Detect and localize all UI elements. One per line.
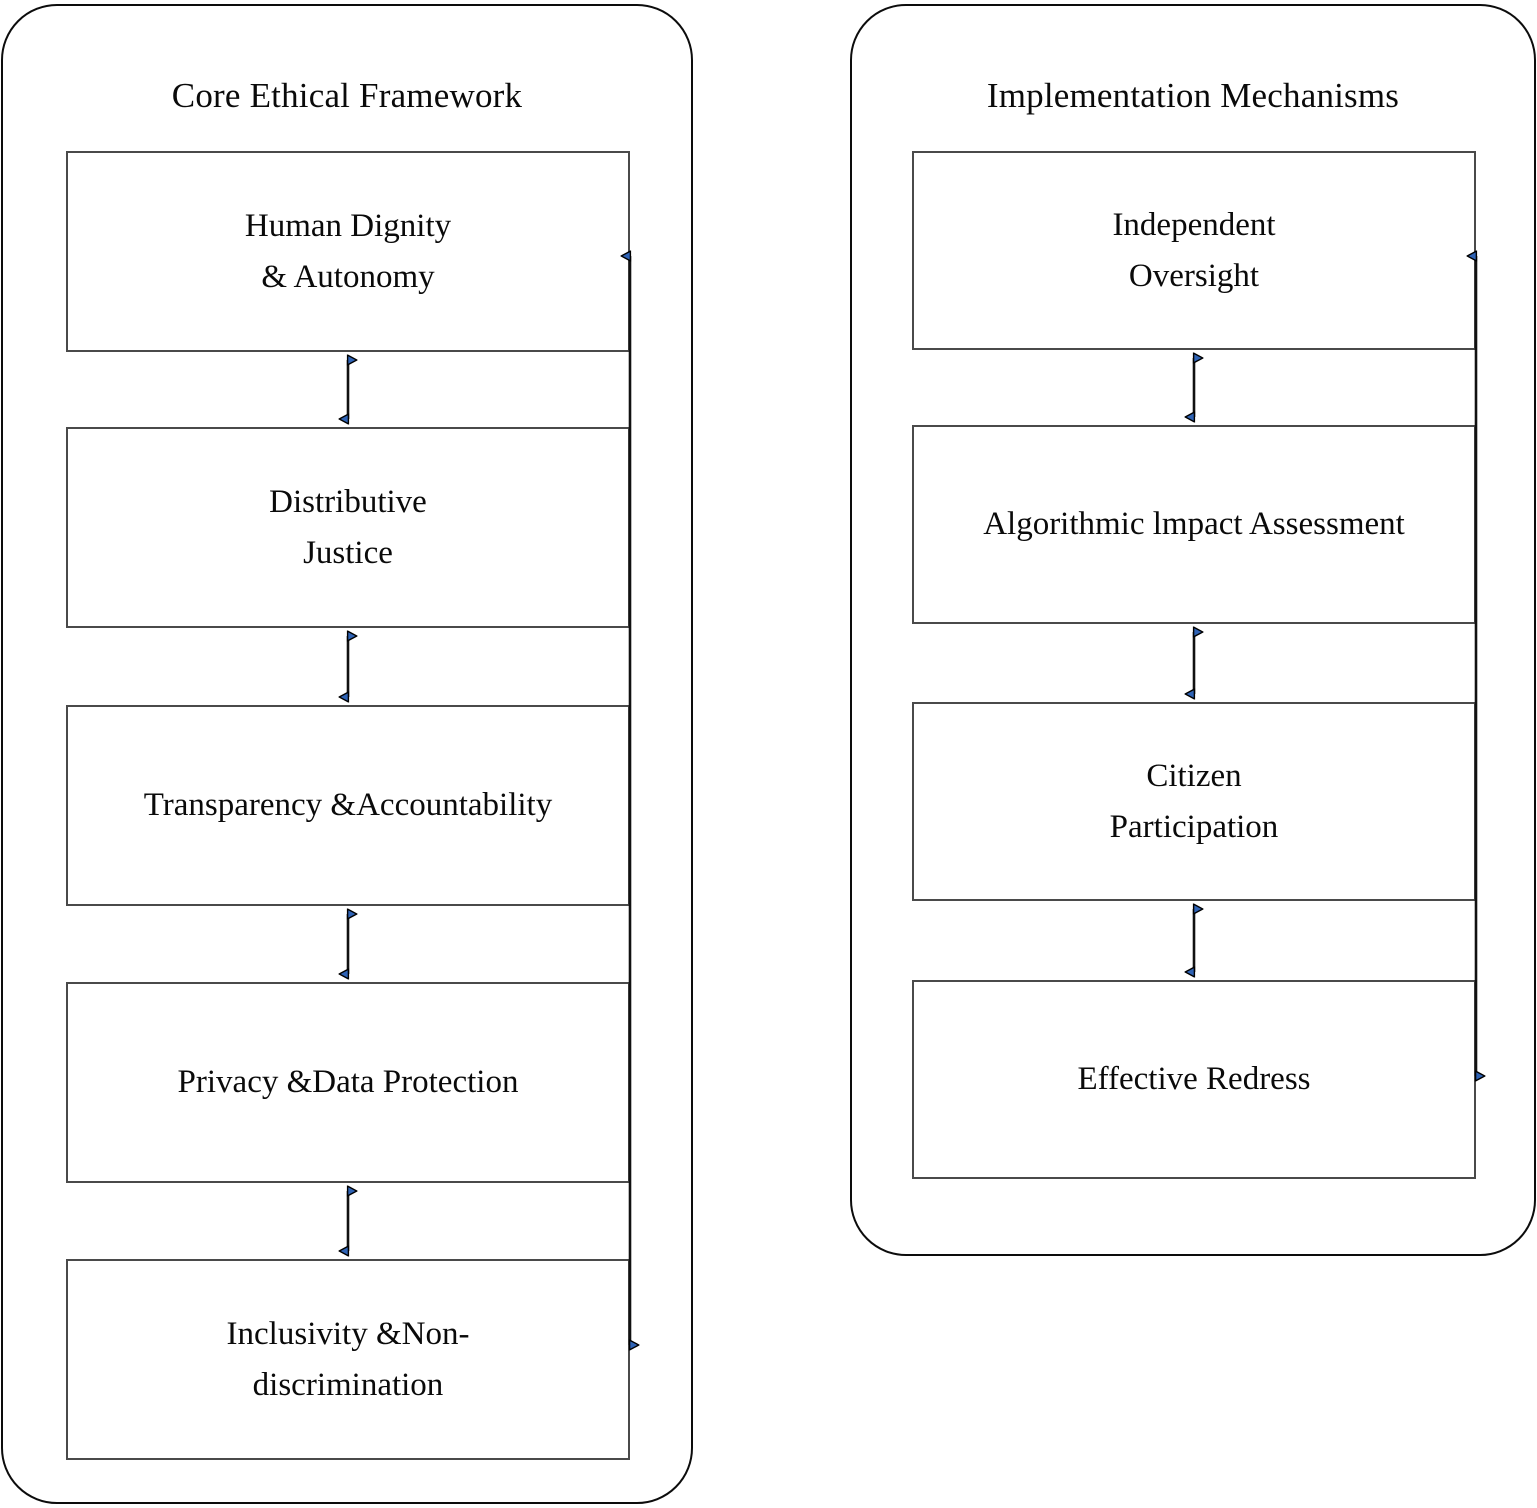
node-line: Citizen <box>1146 757 1242 794</box>
node-label: Independent Oversight <box>1106 200 1281 302</box>
node-line: Independent <box>1112 206 1276 243</box>
node-label: Privacy &Data Protection <box>172 1057 525 1108</box>
node-line: Human Dignity <box>244 207 452 244</box>
node-line: Distributive <box>269 483 427 520</box>
node-label: Human Dignity & Autonomy <box>239 201 457 303</box>
node-inclusivity-non-discrimination[interactable]: Inclusivity &Non- discrimination <box>66 1259 630 1460</box>
node-line: discrimination <box>252 1366 444 1403</box>
node-label: Transparency &Accountability <box>138 780 558 831</box>
node-line: Participation <box>1109 808 1279 845</box>
node-label: Distributive Justice <box>263 477 433 579</box>
node-algorithmic-impact-assessment[interactable]: Algorithmic lmpact Assessment <box>912 425 1476 624</box>
node-citizen-participation[interactable]: Citizen Participation <box>912 702 1476 901</box>
node-line: & Autonomy <box>261 258 435 295</box>
node-transparency-accountability[interactable]: Transparency &Accountability <box>66 705 630 906</box>
node-label: Citizen Participation <box>1104 751 1285 853</box>
node-human-dignity-autonomy[interactable]: Human Dignity & Autonomy <box>66 151 630 352</box>
panel-core-ethical-framework <box>1 4 693 1504</box>
node-line: Algorithmic lmpact Assessment <box>983 506 1405 542</box>
node-effective-redress[interactable]: Effective Redress <box>912 980 1476 1179</box>
node-label: Effective Redress <box>1071 1054 1316 1105</box>
node-line: Privacy &Data Protection <box>177 1064 519 1100</box>
node-line: Inclusivity &Non- <box>226 1315 470 1352</box>
node-line: Oversight <box>1128 257 1260 294</box>
node-label: Algorithmic lmpact Assessment <box>977 499 1411 550</box>
node-distributive-justice[interactable]: Distributive Justice <box>66 427 630 628</box>
panel-implementation-mechanisms <box>850 4 1536 1256</box>
node-line: Transparency &Accountability <box>143 787 553 823</box>
node-independent-oversight[interactable]: Independent Oversight <box>912 151 1476 350</box>
node-label: Inclusivity &Non- discrimination <box>221 1309 476 1411</box>
node-privacy-data-protection[interactable]: Privacy &Data Protection <box>66 982 630 1183</box>
node-line: Effective Redress <box>1077 1061 1311 1097</box>
panel-title-implementation-mechanisms: Implementation Mechanisms <box>986 76 1400 115</box>
node-line: Justice <box>303 534 393 571</box>
panel-title-core-ethical-framework: Core Ethical Framework <box>171 76 523 115</box>
